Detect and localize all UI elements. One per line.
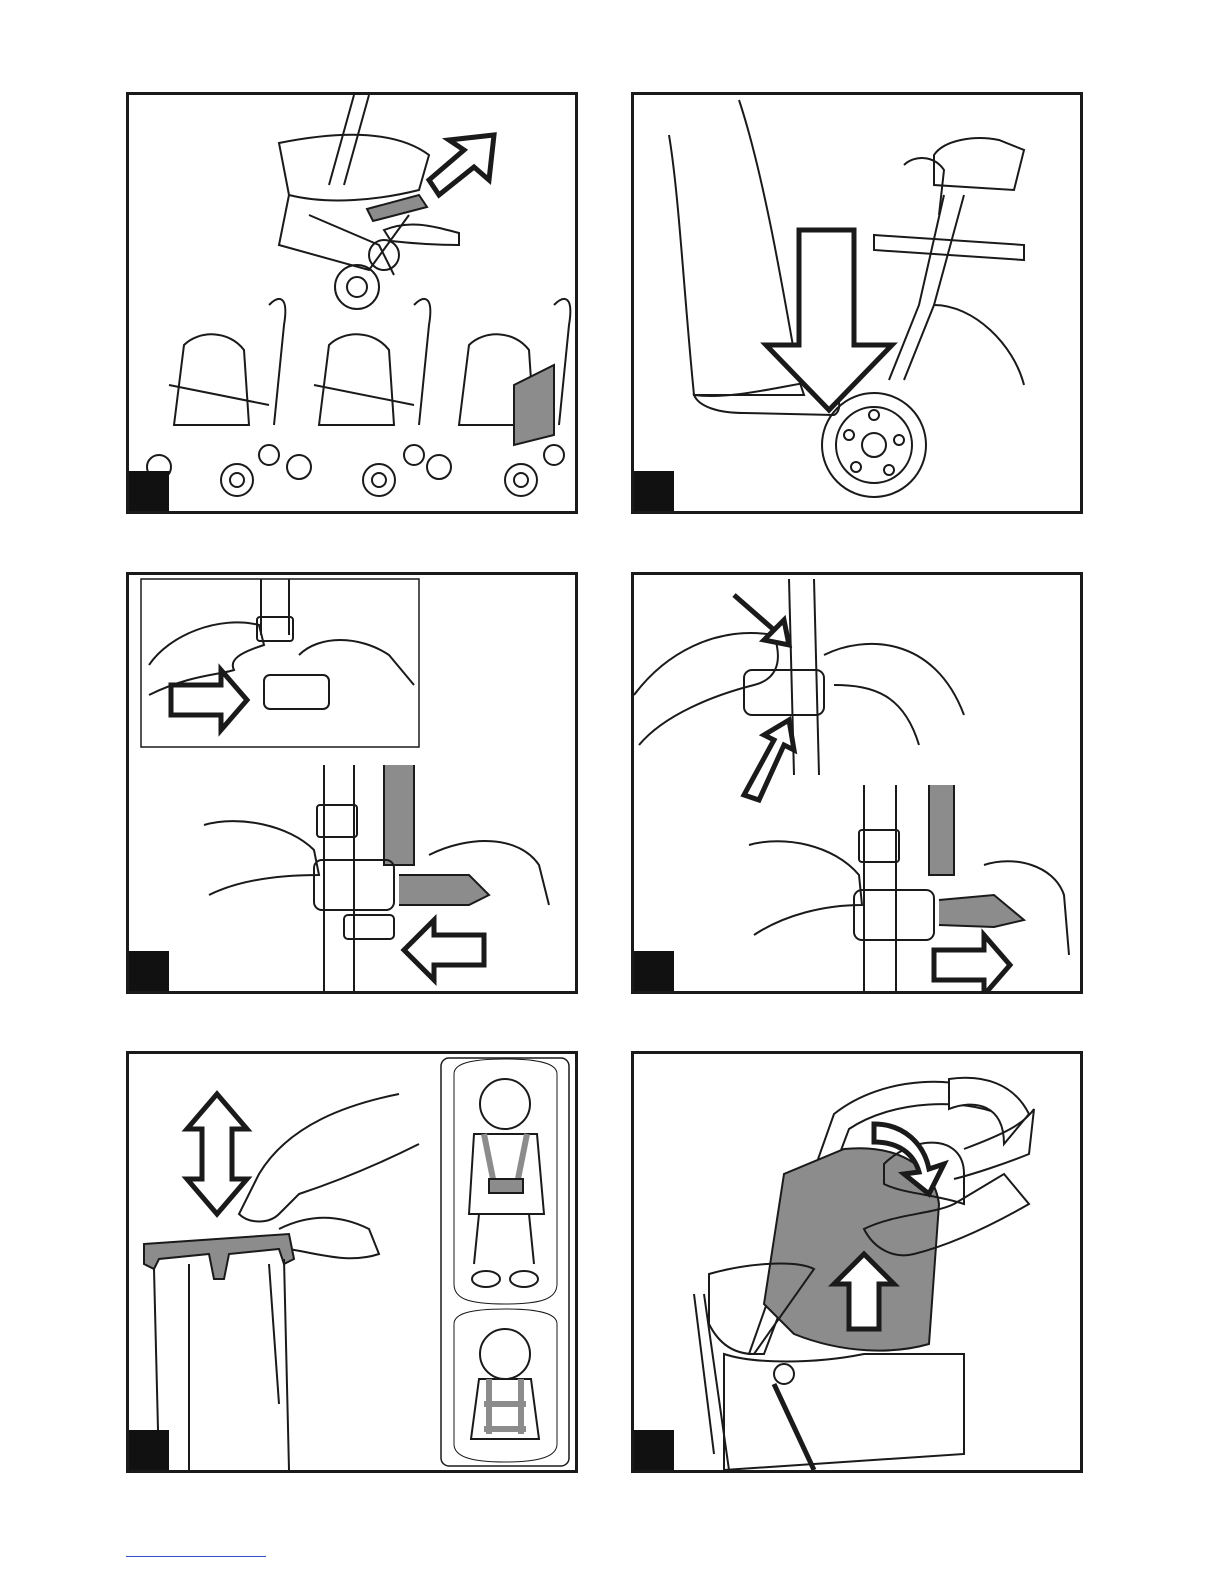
down-arrow-icon xyxy=(766,230,892,410)
hand-icon xyxy=(239,1094,419,1222)
hand-icon xyxy=(634,633,778,745)
panel-shoulder-strap-height xyxy=(126,1051,578,1473)
child-harness-icon xyxy=(454,1059,557,1462)
seat-pad-illustration xyxy=(634,1054,1080,1470)
buckle-icon xyxy=(854,890,934,940)
panel-buckle-release xyxy=(631,572,1083,994)
buckle-fasten-illustration xyxy=(129,575,575,991)
step-tag xyxy=(634,1430,674,1470)
buckle-icon xyxy=(744,670,824,715)
up-down-arrow-icon xyxy=(187,1094,247,1214)
panel-brake-pedal xyxy=(631,92,1083,514)
panel-seat-pad-fitting xyxy=(631,1051,1083,1473)
wheel-icon xyxy=(822,393,926,497)
stroller-icon-1 xyxy=(147,299,285,496)
left-arrow-icon xyxy=(404,920,484,980)
pinch-arrows-icon xyxy=(734,595,789,645)
buckle-release-illustration xyxy=(634,575,1080,991)
step-tag xyxy=(129,951,169,991)
brake-illustration xyxy=(634,95,1080,511)
step-tag xyxy=(129,1430,169,1470)
stroller-icon-2 xyxy=(287,299,430,496)
panel-recline-adjustment xyxy=(126,92,578,514)
stroller-illustration xyxy=(129,95,575,511)
stroller-icon-3 xyxy=(427,299,570,496)
step-tag xyxy=(129,471,169,511)
strap-height-illustration xyxy=(129,1054,575,1470)
buckle-icon xyxy=(264,675,329,709)
inset-box xyxy=(141,579,419,747)
right-arrow-icon xyxy=(934,935,1010,991)
step-tag xyxy=(634,471,674,511)
footer-rule xyxy=(126,1556,266,1557)
right-arrow-icon xyxy=(171,670,247,730)
step-tag xyxy=(634,951,674,991)
panel-buckle-fasten xyxy=(126,572,578,994)
